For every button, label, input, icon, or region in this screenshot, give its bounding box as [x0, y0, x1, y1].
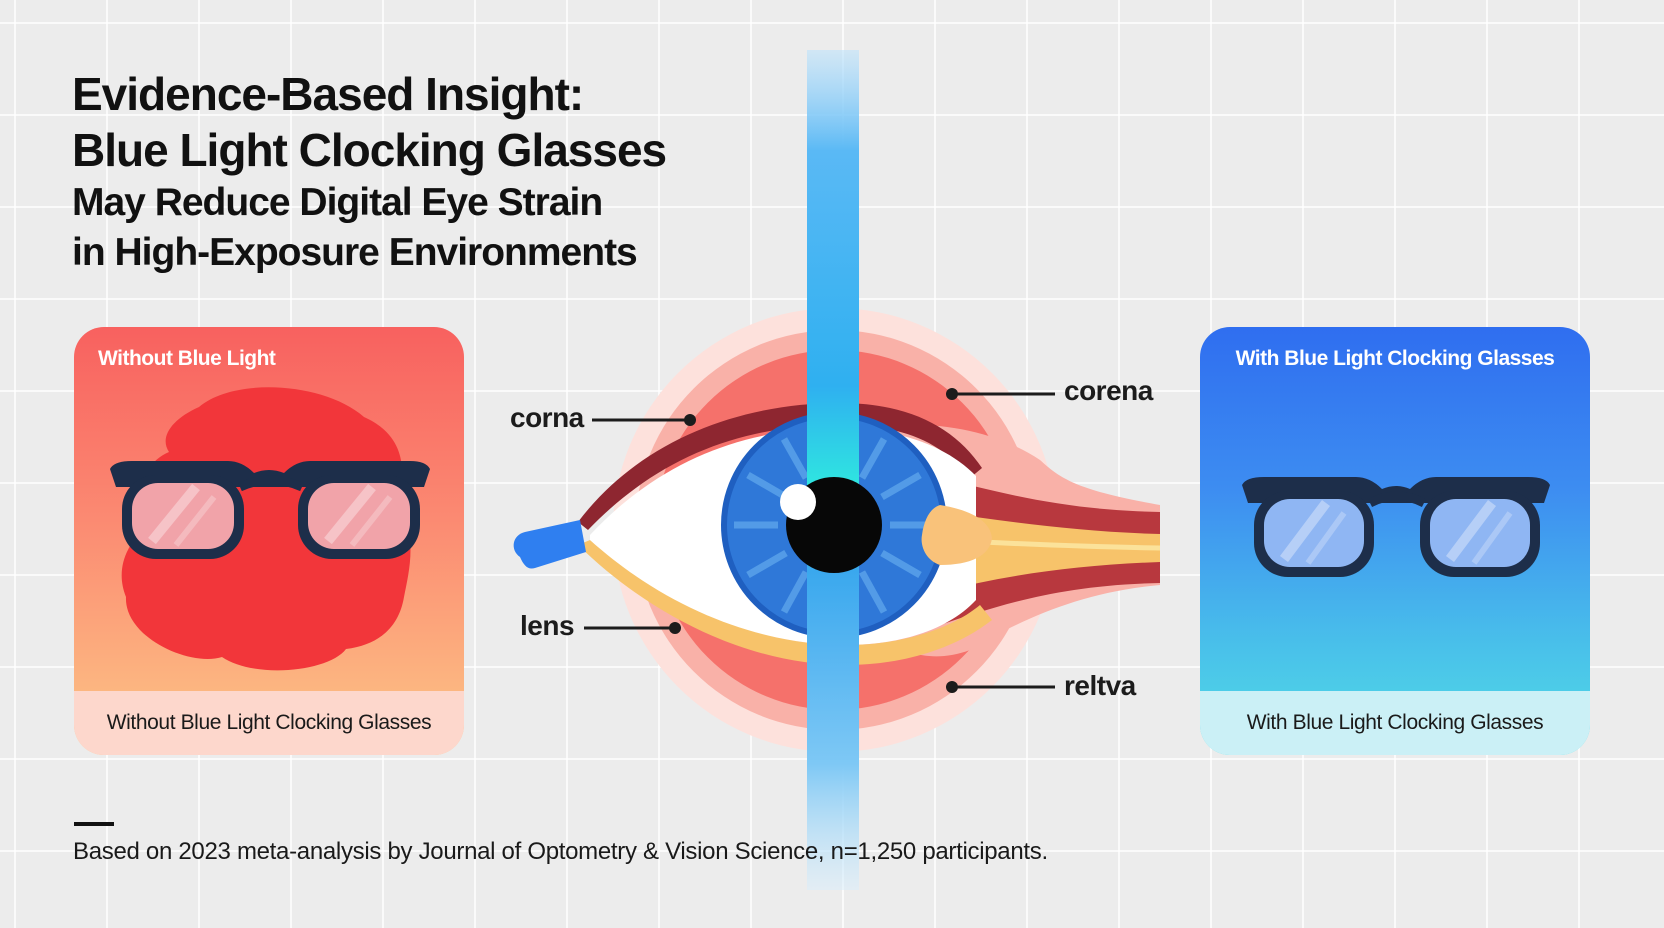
card-label-without: Without Blue Light: [98, 347, 276, 370]
page-title: Evidence-Based Insight: Blue Light Clock…: [72, 66, 772, 278]
footer-divider: [74, 822, 114, 826]
nerve-band-gold: [940, 512, 1160, 592]
clear-vision-illustration: [1242, 477, 1550, 577]
card-label-with: With Blue Light Clocking Glasses: [1235, 347, 1555, 370]
card-caption-without: Without Blue Light Clocking Glasses: [74, 691, 464, 755]
subtitle-line-1: May Reduce Digital Eye Strain: [72, 181, 603, 224]
glasses-icon: [1242, 477, 1550, 577]
blue-light-beam: [807, 50, 859, 890]
label-reltva: reltva: [1064, 670, 1136, 701]
with-glasses-card: With Blue Light Clocking Glasses With Bl…: [1200, 327, 1590, 755]
source-note: Based on 2023 meta-analysis by Journal o…: [73, 838, 1048, 865]
leader-lines: [584, 392, 1055, 689]
leader-dot-corena: [946, 388, 958, 400]
title-line-2: Blue Light Clocking Glasses: [72, 124, 667, 176]
pupil-highlight: [780, 484, 816, 520]
lens-shape: [921, 505, 992, 565]
without-glasses-card: Without Blue Light Without Blue Light Cl…: [74, 327, 464, 755]
subtitle-line-2: in High-Exposure Environments: [72, 231, 638, 274]
strain-blob: [121, 387, 411, 671]
leader-dot-corna: [684, 414, 696, 426]
label-lens: lens: [520, 610, 575, 641]
strain-illustration: [110, 387, 430, 671]
glasses-icon: [110, 461, 430, 559]
label-corna: corna: [510, 402, 584, 433]
card-caption-with: With Blue Light Clocking Glasses: [1200, 691, 1590, 755]
eye-anatomy-illustration: [513, 50, 1161, 890]
lower-eyelid: [578, 540, 992, 665]
leader-dot-reltva: [946, 681, 958, 693]
title-line-1: Evidence-Based Insight:: [72, 68, 584, 120]
eye-diagram: corna lens corena reltva: [500, 0, 1200, 928]
label-corena: corena: [1064, 375, 1153, 406]
leader-dot-lens: [669, 622, 681, 634]
blue-pointer: [513, 520, 586, 569]
